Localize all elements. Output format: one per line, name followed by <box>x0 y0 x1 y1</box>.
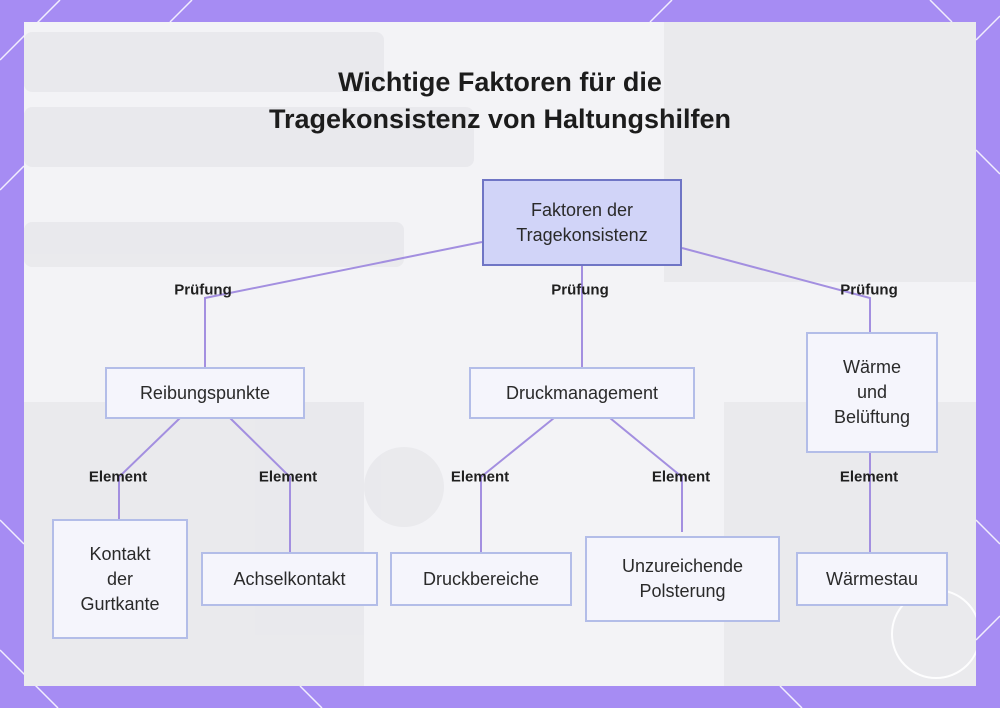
edge-label-waerme-waermestau: Element <box>839 468 899 486</box>
node-waerme-label: Wärme und Belüftung <box>833 357 911 427</box>
edge-label-reibung-kontakt: Element <box>88 468 148 486</box>
title-line-2: Tragekonsistenz von Haltungshilfen <box>268 104 732 134</box>
node-druckmanagement-label: Druckmanagement <box>505 382 659 403</box>
node-reibungspunkte-label: Reibungspunkte <box>139 382 271 403</box>
diagram-panel: Wichtige Faktoren für die Tragekonsisten… <box>24 22 976 686</box>
edge-label-druck-polsterung: Element <box>651 468 711 486</box>
node-kontakt-label: Kontakt der Gurtkante <box>80 543 160 614</box>
edge-label-reibung-achsel: Element <box>258 468 318 486</box>
node-reibungspunkte: Reibungspunkte <box>105 367 305 419</box>
diagram-title: Wichtige Faktoren für die Tragekonsisten… <box>24 64 976 138</box>
node-waermestau-label: Wärmestau <box>825 568 919 589</box>
connector-lines <box>118 241 871 552</box>
edge-label-root-reibung: Prüfung <box>174 281 232 299</box>
edge-root-waerme <box>681 247 871 332</box>
edge-label-druck-druckbereiche: Element <box>450 468 510 486</box>
node-root-label: Faktoren der Tragekonsistenz <box>516 199 648 245</box>
edge-root-reibung <box>204 241 483 367</box>
node-unzureichende-polsterung: Unzureichende Polsterung <box>585 536 780 622</box>
edge-label-root-waerme: Prüfung <box>840 281 898 299</box>
edge-druck-druckbereiche <box>480 417 555 552</box>
node-achselkontakt: Achselkontakt <box>201 552 378 606</box>
edge-label-root-druck: Prüfung <box>551 281 609 299</box>
node-druckbereiche-label: Druckbereiche <box>422 568 540 589</box>
node-waermestau: Wärmestau <box>796 552 948 606</box>
edge-reibung-achsel <box>229 417 291 552</box>
node-achselkontakt-label: Achselkontakt <box>233 568 346 589</box>
edge-druck-polsterung <box>609 417 683 532</box>
node-kontakt-gurtkante: Kontakt der Gurtkante <box>52 519 188 639</box>
node-druckmanagement: Druckmanagement <box>469 367 695 419</box>
node-polsterung-label: Unzureichende Polsterung <box>621 556 744 601</box>
title-line-1: Wichtige Faktoren für die <box>338 67 662 97</box>
node-druckbereiche: Druckbereiche <box>390 552 572 606</box>
edge-reibung-kontakt <box>118 417 181 519</box>
node-root-faktoren: Faktoren der Tragekonsistenz <box>482 179 682 266</box>
node-waerme-belueftung: Wärme und Belüftung <box>806 332 938 453</box>
